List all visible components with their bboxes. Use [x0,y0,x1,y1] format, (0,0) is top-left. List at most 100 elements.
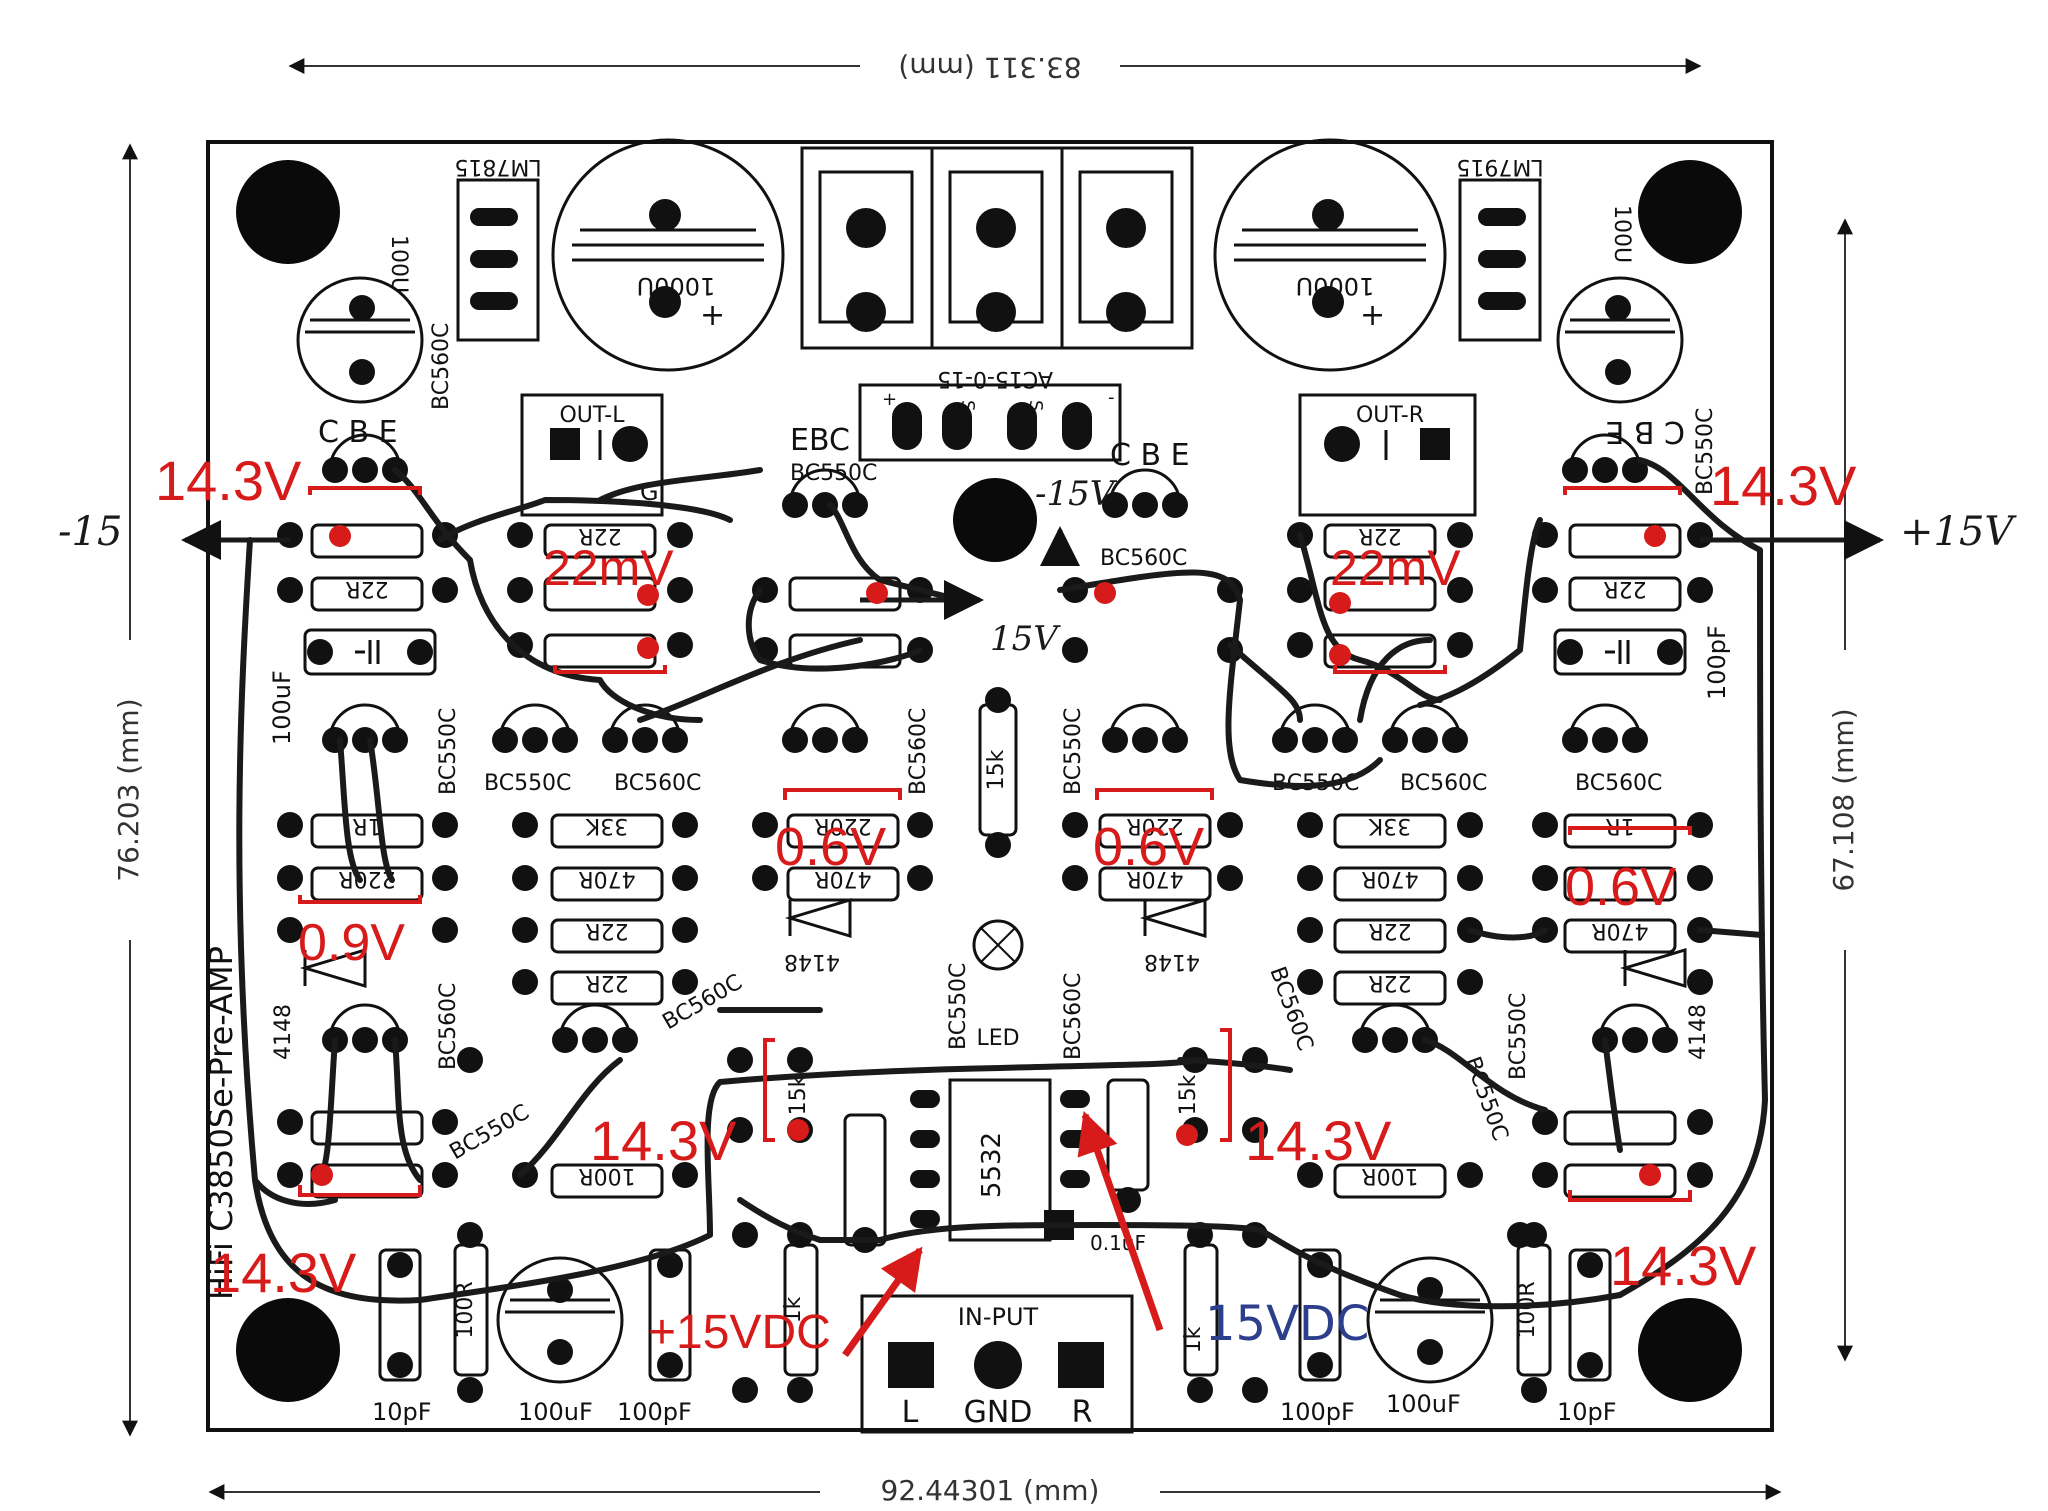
diode-labels: 4148 4148 4148 4148 [271,949,1711,1060]
v-14-3-mid-left: 14.3V [590,1109,737,1172]
led-indicator: LED [972,919,1024,1051]
label-bc550c-10: BC550C [1506,993,1531,1080]
red-brackets [298,486,1692,1202]
generic-pads [277,522,1713,1403]
label-r22-b: 22R [578,523,621,548]
label-r15k-l: 15k [786,1074,811,1115]
label-bc560c-1: BC560C [429,323,454,410]
label-10pf-l: 10pF [372,1398,432,1426]
label-r470-r: 470R [1361,866,1418,891]
supply-labels: -15 +15V -15V 15V [58,474,2017,659]
label-plus15-right: +15V [1900,509,2017,555]
label-r100-l: 100R [578,1163,635,1188]
label-r22-a: 22R [345,576,388,601]
red-arrows [842,1111,1164,1358]
label-cbe-left: C B E [318,415,398,450]
mounting-holes [236,160,1742,1402]
svg-text:+: + [700,298,725,333]
label-bc550c-6: BC550C [1693,408,1718,495]
label-r220-cl: 220R [814,813,871,838]
label-ic: 5532 [977,1132,1007,1198]
label-lm7815: LM7815 [454,154,541,179]
label-r22-f: 22R [585,970,628,995]
regulator-lm7815: LM7815 [454,154,542,342]
v-plus15vdc: +15VDC [648,1306,831,1359]
label-10pf-r: 10pF [1557,1398,1617,1426]
label-r22-d: 22R [1603,576,1646,601]
label-ebc: EBC [790,423,850,458]
label-minus15-left: -15 [58,509,122,555]
label-bc560c-3: BC560C [906,708,931,795]
red-voltage-labels: 14.3V 14.3V 22mV 22mV 0.6V 0.6V 0.6V 0.9… [155,449,1857,1359]
label-bc560c-2: BC560C [614,771,701,796]
v-22mv-left: 22mV [543,540,674,596]
small-caps [303,628,1687,1382]
label-r1k-l: 1k [781,1296,806,1323]
label-100uf-bl: 100uF [518,1398,593,1426]
v-0-9-l: 0.9V [298,914,405,972]
regulator-lm7915: LM7915 [1456,154,1544,342]
label-100pf-r: 100pF [1280,1398,1355,1426]
out-r-connector: OUT-R [1298,393,1477,517]
ac-pin-s1: S [957,400,978,411]
ac-pin-s2: S [1025,400,1046,411]
label-bc560c-7: BC560C [436,983,461,1070]
cap-1000u-left: 1000U + [551,138,785,372]
ac-terminal-block: AC15-0-15 [800,146,1194,391]
label-cbe-mid: C B E [1110,438,1190,473]
label-4148-r: 4148 [1686,1004,1711,1060]
cap-labels: 100uF 100pF 10pF 100uF 100pF 100pF 100uF… [268,625,1731,1426]
label-input-r: R [1072,1395,1093,1430]
label-r1k-r: 1k [1181,1326,1206,1353]
label-r470-cl: 470R [814,866,871,891]
label-input: IN-PUT [958,1303,1039,1331]
label-bc550c-4: BC550C [1061,708,1086,795]
label-r15k-r: 15k [1176,1074,1201,1115]
label-input-l: L [902,1395,919,1430]
label-4148-cr: 4148 [1144,949,1200,974]
v-14-3-top-right: 14.3V [1710,454,1857,517]
ac-input-header: + S S - [858,383,1122,462]
label-bc560c-9: BC560C [1061,973,1086,1060]
label-1000u-left: 1000U [637,272,716,300]
label-out-l: OUT-L [559,403,625,428]
label-led: LED [976,1026,1019,1051]
label-r22-g: 22R [1368,918,1411,943]
label-bc550c-1: BC550C [436,708,461,795]
label-bc550c-8: BC550C [946,963,971,1050]
diodes [299,897,1687,989]
cap-100u-right: 100U [1556,205,1684,404]
label-r22-h: 22R [1368,970,1411,995]
label-100u-left: 100U [386,235,411,293]
v-14-3-mid-right: 14.3V [1245,1109,1392,1172]
red-test-points [311,525,1666,1186]
input-connector: IN-PUT L GND R [860,1294,1134,1434]
label-r470-l: 470R [578,866,635,891]
transistor-pads [322,457,1678,1053]
board-title: HiFi C3850Se-Pre-AMP [202,946,240,1300]
label-100pf-side: 100pF [1703,625,1731,700]
label-out-r: OUT-R [1356,403,1424,428]
label-lm7915: LM7915 [1456,154,1543,179]
label-100uf-left: 100uF [268,670,296,745]
label-r100-r: 100R [1361,1163,1418,1188]
cap-1000u-right: 1000U + [1213,138,1447,372]
label-1000u-right: 1000U [1296,272,1375,300]
label-bc560c-6: BC560C [1575,771,1662,796]
v-0-6-cl: 0.6V [775,817,886,877]
v-14-3-bot-right: 14.3V [1610,1234,1757,1297]
label-r1-r: 1R [1605,813,1634,838]
label-r33k-l: 33K [585,813,628,838]
label-4148-cl: 4148 [784,949,840,974]
dim-left: 76.203 (mm) [112,698,145,881]
cap-pads [307,639,1683,1378]
v-0-6-r: 0.6V [1565,857,1676,917]
label-bc560c-5: BC560C [1400,771,1487,796]
label-15v-center: 15V [990,619,1061,659]
v-15vdc-blue: 15VDC [1205,1296,1369,1352]
v-0-6-cr: 0.6V [1093,817,1204,877]
cap-100u-left: 100U [296,235,424,404]
label-bc550c-2: BC550C [484,771,571,796]
v-14-3-bot-left: 14.3V [210,1241,357,1304]
